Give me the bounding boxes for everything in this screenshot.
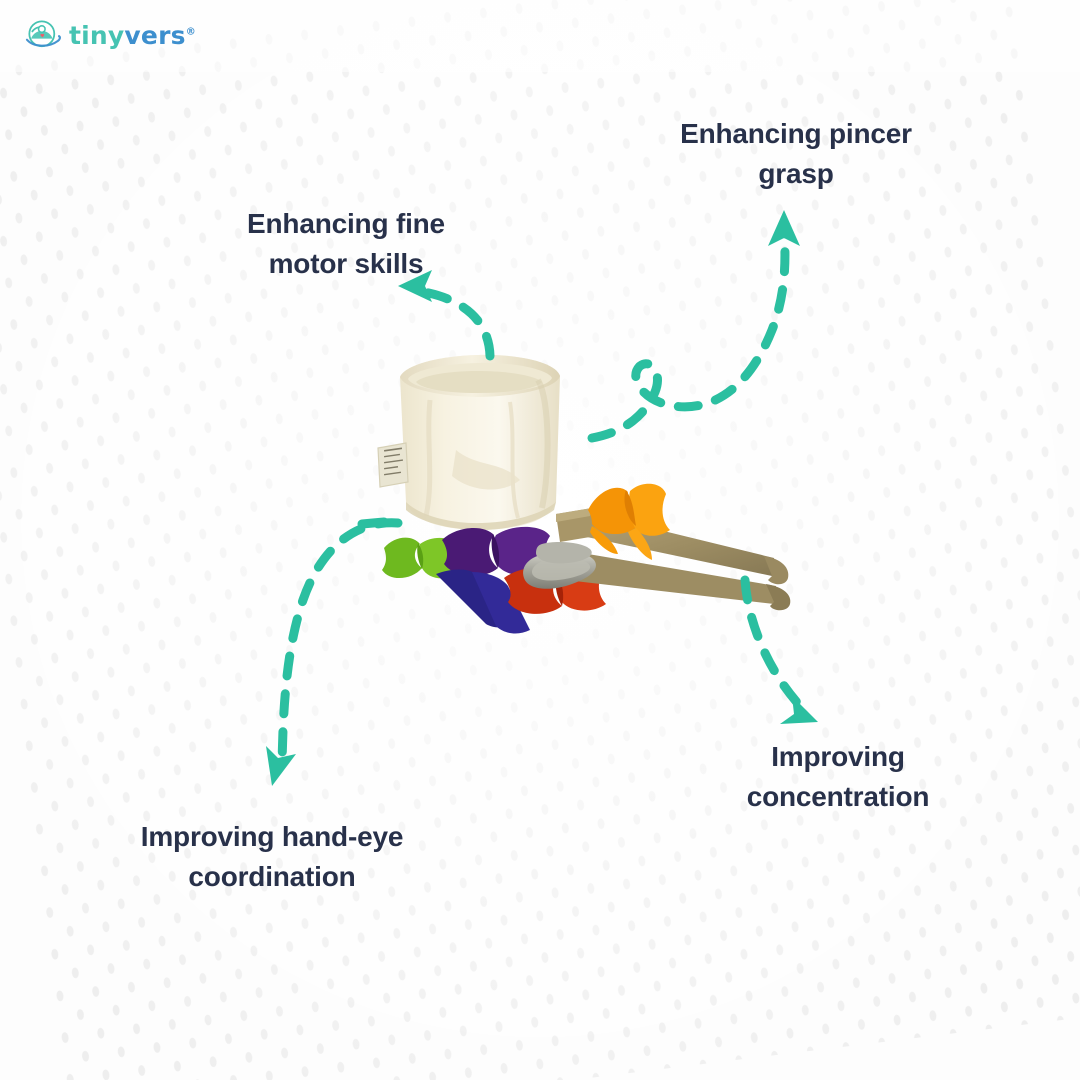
product-care-tag bbox=[377, 442, 409, 488]
callout-pincer-line-2: grasp bbox=[758, 157, 834, 189]
registered-mark: ® bbox=[185, 26, 196, 38]
callout-conc-line-2: concentration bbox=[746, 780, 930, 812]
callout-hand-line-1: Improving hand-eye bbox=[140, 821, 404, 852]
callout-enhancing-pincer-grasp: Enhancing pincer grasp bbox=[640, 114, 952, 194]
felt-bow-orange bbox=[588, 483, 670, 560]
product-photo bbox=[360, 330, 800, 660]
brand-wordmark: tinyvers® bbox=[69, 23, 196, 48]
callout-hand-line-2: coordination bbox=[188, 860, 356, 892]
canvas-storage-bag bbox=[377, 354, 560, 530]
callout-fine-line-2: motor skills bbox=[268, 247, 424, 279]
callout-pincer-line-1: Enhancing pincer bbox=[680, 118, 912, 149]
callout-enhancing-fine-motor-skills: Enhancing fine motor skills bbox=[212, 204, 480, 284]
callout-improving-hand-eye-coordination: Improving hand-eye coordination bbox=[86, 817, 458, 897]
brand-logo[interactable]: tinyvers® bbox=[24, 16, 196, 54]
brand-name-part-1: tiny bbox=[69, 20, 125, 50]
callout-improving-concentration: Improving concentration bbox=[706, 737, 970, 817]
brand-name-part-2: vers bbox=[124, 20, 186, 50]
callout-conc-line-1: Improving bbox=[771, 741, 905, 772]
felt-bow-blue bbox=[436, 569, 530, 634]
globe-swoosh-heart-icon bbox=[25, 20, 61, 48]
callout-fine-line-1: Enhancing fine bbox=[247, 208, 445, 239]
